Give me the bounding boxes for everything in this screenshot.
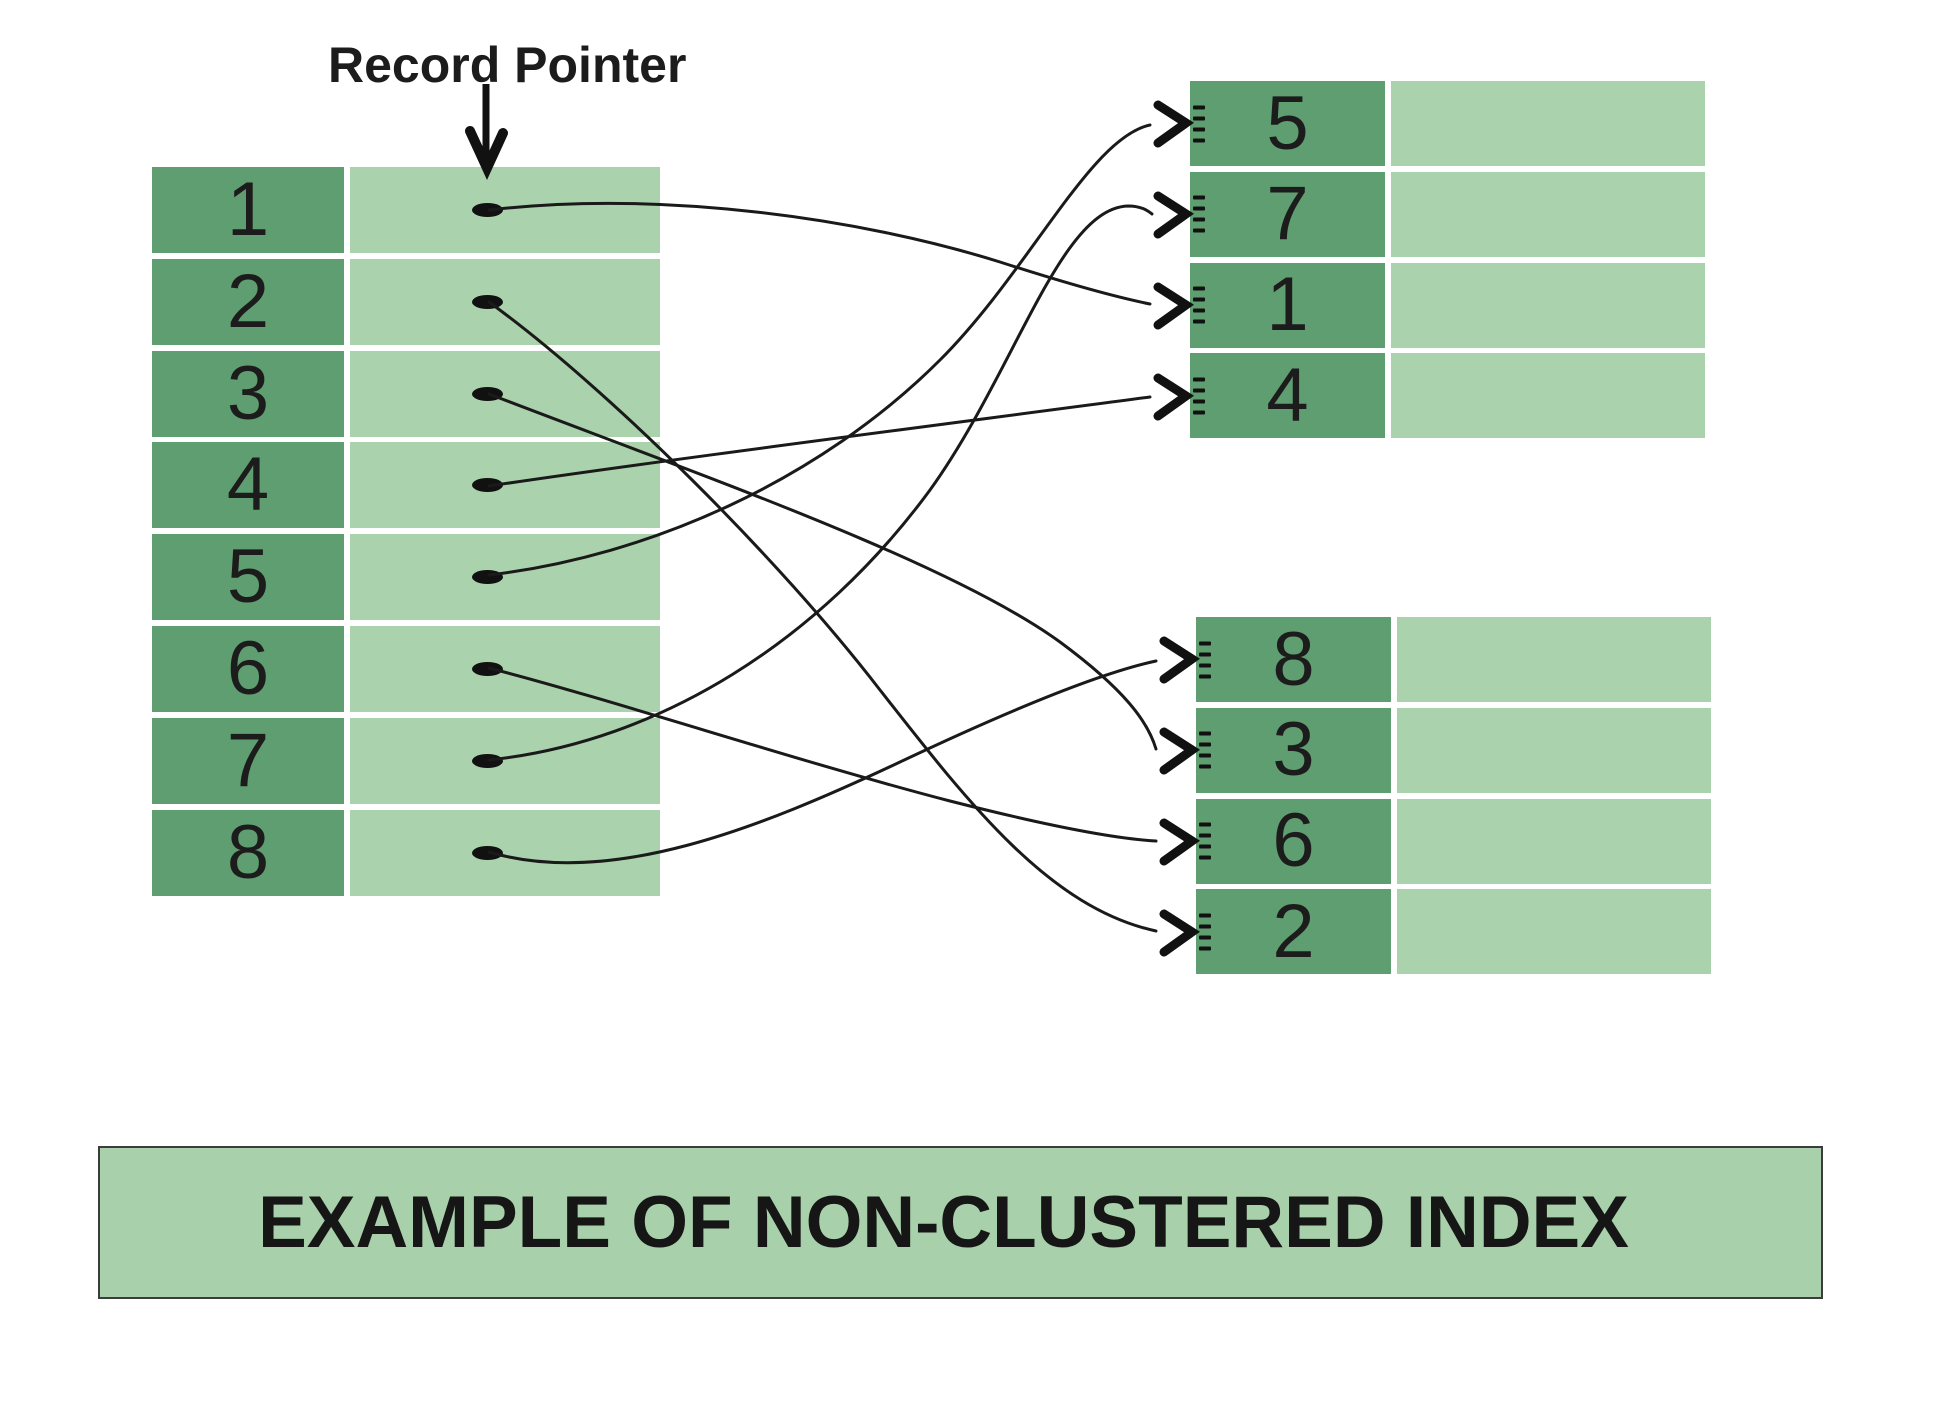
index-row: 2 [152, 258, 660, 345]
row-key-value: 8 [1272, 616, 1315, 702]
row-data-cell [1391, 81, 1705, 166]
data-row: 3 [1196, 707, 1711, 793]
record-pointer-label: Record Pointer [328, 37, 687, 93]
index-row: 7 [152, 717, 660, 804]
row-key-value: 4 [1266, 352, 1309, 438]
record-id-ticks [1199, 731, 1211, 769]
record-pointer-arrow [465, 84, 508, 181]
pointer-dot [472, 753, 503, 768]
row-data-cell [1397, 707, 1711, 793]
data-page-top: 5 7 1 4 [1190, 81, 1705, 439]
record-id-ticks [1193, 195, 1205, 233]
index-table: 1 2 3 4 5 6 7 8 [152, 167, 660, 896]
row-data-cell [1397, 889, 1711, 975]
pointer-dot [472, 294, 503, 309]
title-banner: EXAMPLE OF NON-CLUSTERED INDEX [98, 1146, 1823, 1299]
row-data-cell [1391, 353, 1705, 439]
index-row: 1 [152, 167, 660, 253]
index-row: 5 [152, 534, 660, 621]
index-row: 6 [152, 625, 660, 712]
pointer-cell [350, 809, 660, 896]
record-id-ticks [1199, 913, 1211, 951]
arrowhead-icon-1 [1153, 282, 1195, 330]
pointer-cell [350, 717, 660, 804]
record-id-ticks [1193, 105, 1205, 142]
row-key-cell: 2 [1196, 888, 1391, 975]
index-key-cell: 3 [152, 350, 344, 437]
index-row: 4 [152, 442, 660, 529]
data-row: 7 [1190, 171, 1705, 257]
row-data-cell [1391, 171, 1705, 257]
row-key-cell: 1 [1190, 262, 1385, 348]
pointer-dot [472, 570, 503, 585]
pointer-dot [472, 203, 503, 217]
pointer-dot [472, 386, 503, 401]
data-row: 2 [1196, 888, 1711, 975]
pointer-dot [472, 478, 503, 493]
arrowhead-icon-7 [1153, 191, 1195, 239]
data-row: 6 [1196, 798, 1711, 884]
row-data-cell [1397, 798, 1711, 884]
pointer-cell [350, 534, 660, 621]
row-key-value: 3 [1272, 707, 1315, 793]
row-key-cell: 4 [1190, 352, 1385, 439]
pointer-cell [350, 350, 660, 437]
index-key-cell: 8 [152, 809, 344, 896]
row-data-cell [1397, 617, 1711, 702]
arrowhead-icon-6 [1159, 818, 1201, 866]
arrowhead-icon-5 [1153, 100, 1195, 148]
data-row: 4 [1190, 352, 1705, 439]
pointer-cell [350, 625, 660, 712]
row-key-cell: 7 [1190, 171, 1385, 257]
arrowhead-icon-2 [1159, 909, 1201, 957]
row-key-cell: 5 [1190, 81, 1385, 166]
index-key-cell: 7 [152, 717, 344, 804]
row-key-value: 6 [1272, 798, 1315, 884]
row-key-cell: 8 [1196, 617, 1391, 702]
record-id-ticks [1193, 286, 1205, 324]
index-key-cell: 4 [152, 442, 344, 529]
index-key-cell: 5 [152, 534, 344, 621]
row-key-cell: 3 [1196, 707, 1391, 793]
row-key-value: 1 [1266, 262, 1309, 348]
pointer-dot [472, 845, 503, 860]
index-key-cell: 6 [152, 625, 344, 712]
data-row: 1 [1190, 262, 1705, 348]
arrowhead-icon-3 [1159, 727, 1201, 775]
row-data-cell [1391, 262, 1705, 348]
row-key-value: 2 [1272, 888, 1315, 974]
pointer-cell [350, 442, 660, 529]
arrowhead-icon-4 [1153, 373, 1195, 421]
data-page-bottom: 8 3 6 2 [1196, 617, 1711, 975]
record-id-ticks [1199, 822, 1211, 860]
row-key-value: 7 [1266, 171, 1309, 257]
pointer-cell [350, 258, 660, 345]
index-row: 8 [152, 809, 660, 896]
record-id-ticks [1193, 377, 1205, 415]
row-key-cell: 6 [1196, 798, 1391, 884]
pointer-dot [472, 661, 503, 676]
index-row: 3 [152, 350, 660, 437]
record-id-ticks [1199, 641, 1211, 678]
index-key-cell: 1 [152, 167, 344, 253]
data-row: 8 [1196, 617, 1711, 702]
arrowhead-icon-8 [1159, 636, 1201, 684]
pointer-cell [350, 167, 660, 253]
title-text: EXAMPLE OF NON-CLUSTERED INDEX [258, 1182, 1629, 1263]
index-key-cell: 2 [152, 258, 344, 345]
data-row: 5 [1190, 81, 1705, 166]
row-key-value: 5 [1266, 80, 1309, 166]
